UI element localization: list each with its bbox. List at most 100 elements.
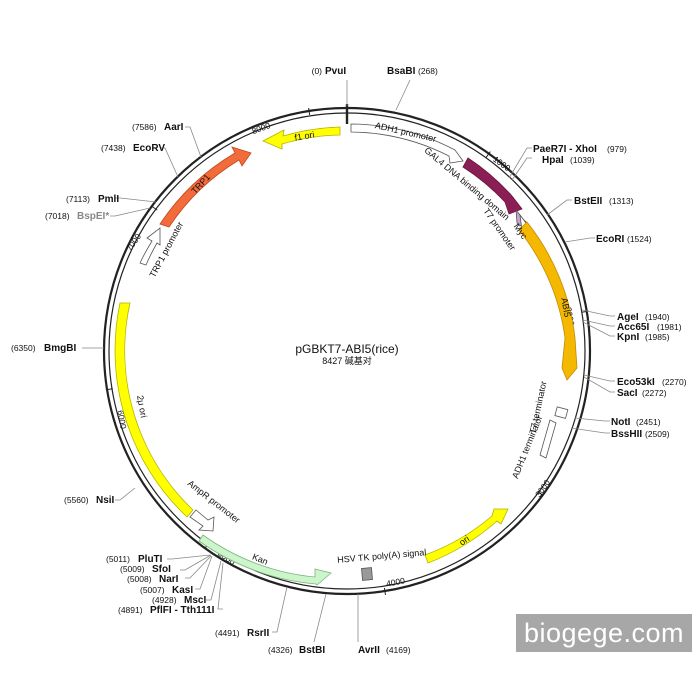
site-name-ecori: EcoRI <box>596 234 625 245</box>
site-leader-aari <box>185 126 202 158</box>
site-labels: (0) PvuI BsaBI (268) PaeR7I - XhoI (979)… <box>11 66 687 656</box>
feature-trp1 <box>159 146 252 228</box>
site-pos-rsrii: (4491) <box>215 628 240 638</box>
site-name-paer7i-xhoi: PaeR7I - XhoI <box>533 144 597 155</box>
site-name-pluti: PluTI <box>138 554 163 565</box>
site-leader-kasi <box>195 555 213 590</box>
site-leader-bsabi <box>395 79 411 111</box>
site-name-aari: AarI <box>164 122 184 133</box>
site-name-pmli: PmlI <box>98 194 119 205</box>
site-pos-aari: (7586) <box>132 122 157 132</box>
site-pos-noti: (2451) <box>636 417 661 427</box>
site-leader-nsii <box>115 487 136 501</box>
feature-label-hsv-tk-polya: HSV TK poly(A) signal <box>337 547 427 565</box>
feature-label-f1-ori: f1 ori <box>294 129 315 142</box>
site-leader-kpni <box>582 321 615 337</box>
site-name-bstbi: BstBI <box>299 645 325 656</box>
feature-label-adh1-promoter: ADH1 promoter <box>374 120 437 144</box>
site-name-saci: SacI <box>617 388 638 399</box>
site-leader-ecori <box>564 237 595 243</box>
tick-4000 <box>383 587 386 595</box>
site-name-bsshii: BssHII <box>611 429 642 440</box>
site-pos-ecorv: (7438) <box>101 143 126 153</box>
site-pos-nsii: (5560) <box>64 495 89 505</box>
feature-abi5 <box>518 221 578 381</box>
site-pos-bsabi: (268) <box>418 66 438 76</box>
site-pos-eco53ki: (2270) <box>662 377 687 387</box>
feature-label-2u-ori: 2μ ori <box>135 394 149 418</box>
site-pos-agei: (1940) <box>645 312 670 322</box>
feature-adh1-terminator <box>539 419 557 459</box>
site-pos-acc65i: (1981) <box>657 322 682 332</box>
tick-7000 <box>151 205 158 211</box>
site-leader-noti <box>574 417 610 422</box>
site-leader-pflfi <box>217 562 224 610</box>
feature-kan <box>198 534 332 586</box>
tick-1000 <box>485 151 491 158</box>
plasmid-title: pGBKT7-ABI5(rice) <box>295 342 398 356</box>
site-leader-sfoi <box>180 554 212 571</box>
feature-label-ori: ori <box>457 534 471 548</box>
feature-ori <box>424 508 509 564</box>
site-pos-bspei: (7018) <box>45 211 70 221</box>
site-leaders <box>82 79 615 643</box>
site-name-eco53ki: Eco53kI <box>617 377 655 388</box>
site-leader-bstbi <box>313 593 327 643</box>
site-name-agei: AgeI <box>617 312 639 323</box>
site-pos-msci: (4928) <box>152 595 177 605</box>
tick-3000 <box>537 490 544 497</box>
site-leader-ecorv <box>160 147 179 178</box>
tick-8000 <box>308 108 311 116</box>
feature-label-adh1-terminator: ADH1 terminator <box>510 414 544 480</box>
features <box>114 123 578 586</box>
site-leader-msci <box>206 560 222 601</box>
site-pos-kpni: (1985) <box>645 332 670 342</box>
site-pos-avrii: (4169) <box>386 645 411 655</box>
site-pos-saci: (2272) <box>642 388 667 398</box>
site-leader-pmli <box>115 197 157 203</box>
site-name-acc65i: Acc65I <box>617 322 649 333</box>
site-leader-rsrii <box>272 586 288 633</box>
site-leader-bsteii <box>546 199 572 216</box>
feature-f1-ori <box>262 126 341 150</box>
site-pos-sfoi: (5009) <box>120 564 145 574</box>
site-name-pvui: PvuI <box>325 66 346 77</box>
site-leader-bspei <box>110 207 151 217</box>
site-name-bmgbi: BmgBI <box>44 343 76 354</box>
feature-gal4-dbd <box>462 157 523 215</box>
tick-label-7000: 7000 <box>124 231 143 252</box>
site-name-msci: MscI <box>184 595 206 606</box>
site-leader-nari <box>185 555 212 579</box>
site-pos-bsteii: (1313) <box>609 196 634 206</box>
watermark: biogege.com <box>516 614 692 652</box>
site-name-pflfi: PflFI - Tth111I <box>150 605 215 616</box>
tick-label-3000: 3000 <box>533 477 552 498</box>
site-name-rsrii: RsrII <box>247 628 269 639</box>
site-pos-hpai: (1039) <box>570 155 595 165</box>
site-pos-pvui: (0) <box>312 66 323 76</box>
site-pos-pmli: (7113) <box>66 194 90 204</box>
plasmid-size: 8427 碱基对 <box>322 355 372 366</box>
site-leader-bsshii <box>570 427 610 434</box>
site-leader-pluti <box>167 554 211 560</box>
feature-label-abi5: ABI5 <box>559 297 572 318</box>
site-pos-ecori: (1524) <box>627 234 652 244</box>
feature-t7-terminator <box>554 406 569 419</box>
site-name-ecorv: EcoRV <box>133 143 165 154</box>
site-name-nsii: NsiI <box>96 495 115 506</box>
site-name-kpni: KpnI <box>617 332 639 343</box>
site-name-bsteii: BstEII <box>574 196 603 207</box>
site-leader-saci <box>583 376 615 393</box>
site-leader-acc65i <box>582 319 615 327</box>
site-leader-eco53ki <box>583 374 615 382</box>
site-name-bspei: BspEI* <box>77 211 109 222</box>
feature-ampr-promoter <box>189 509 215 532</box>
site-name-kasi: KasI <box>172 585 193 596</box>
feature-hsv-tk-polya <box>361 567 373 581</box>
site-name-bsabi: BsaBI <box>387 66 416 77</box>
site-pos-bstbi: (4326) <box>268 645 293 655</box>
site-pos-bsshii: (2509) <box>645 429 670 439</box>
site-pos-nari: (5008) <box>127 574 152 584</box>
site-name-nari: NarI <box>159 574 179 585</box>
